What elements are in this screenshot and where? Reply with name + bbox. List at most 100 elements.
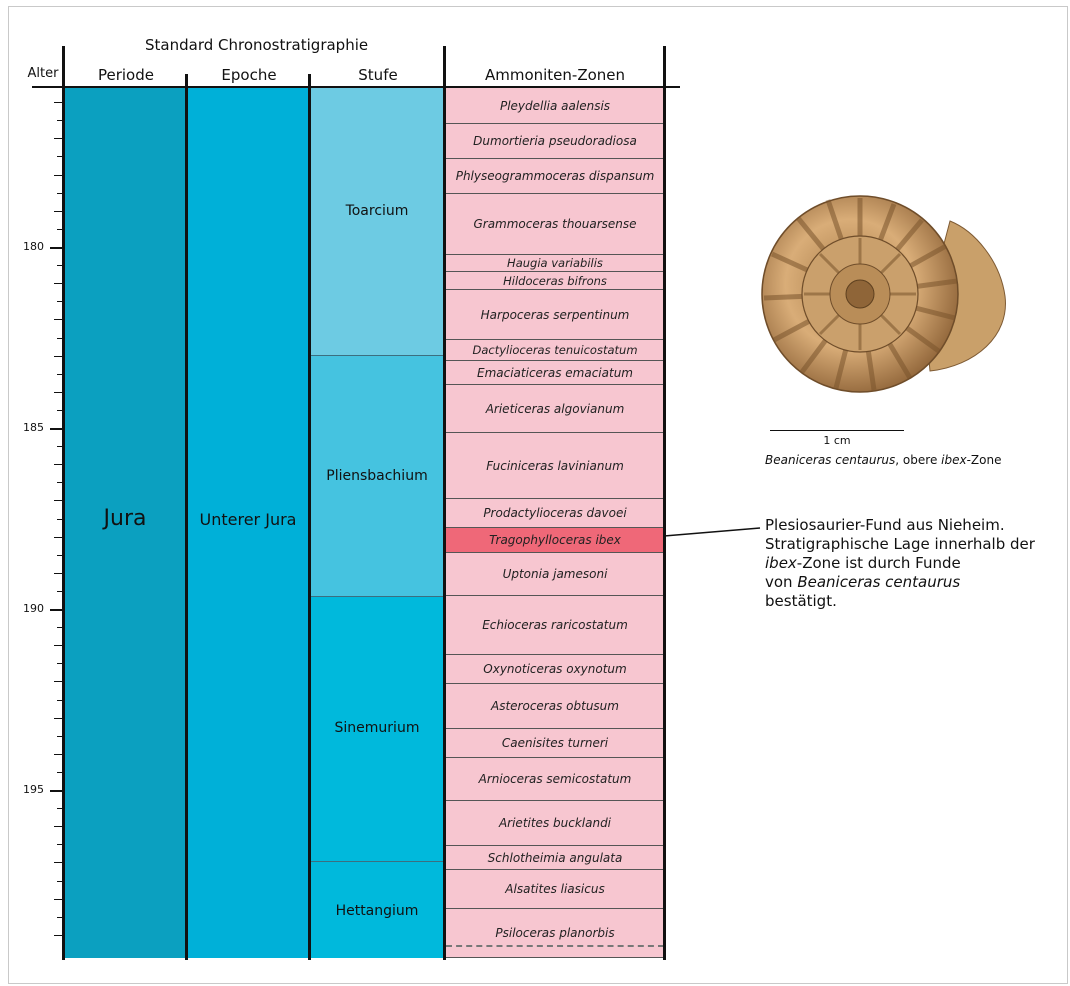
epoch-label: Unterer Jura bbox=[186, 510, 310, 529]
caption-species: Beaniceras centaurus bbox=[765, 453, 895, 467]
age-tick bbox=[54, 718, 64, 719]
age-tick bbox=[54, 283, 64, 284]
age-tick bbox=[50, 428, 64, 430]
age-minor-tick bbox=[57, 374, 64, 375]
epoch-column: Unterer Jura bbox=[186, 88, 310, 958]
annotation-leader-line bbox=[664, 520, 764, 540]
ammonite-zone: Haugia variabilis bbox=[446, 255, 664, 272]
stage-label: Pliensbachium bbox=[310, 468, 444, 484]
ammonite-zone: Oxynoticeras oxynotum bbox=[446, 655, 664, 684]
divider-stage-zones bbox=[443, 46, 446, 960]
age-tick bbox=[54, 537, 64, 538]
caption-end: -Zone bbox=[967, 453, 1002, 467]
column-header-period: Periode bbox=[66, 66, 186, 84]
stage-block: Hettangium bbox=[310, 861, 444, 958]
age-tick bbox=[54, 573, 64, 574]
annotation-line-4-pre: von bbox=[765, 573, 797, 591]
annotation-line-4: von Beaniceras centaurus bbox=[765, 573, 1035, 592]
ammonite-zone: Asteroceras obtusum bbox=[446, 684, 664, 729]
age-minor-tick bbox=[57, 627, 64, 628]
caption-text: , obere bbox=[895, 453, 941, 467]
age-minor-tick bbox=[57, 808, 64, 809]
age-tick bbox=[54, 102, 64, 103]
age-tick bbox=[50, 247, 64, 249]
ammonite-zone: Arietites bucklandi bbox=[446, 801, 664, 846]
divider-zones-right bbox=[663, 46, 666, 960]
age-tick bbox=[54, 211, 64, 212]
ammonite-fossil-icon bbox=[760, 186, 1010, 398]
ammonite-zone: Psiloceras planorbis bbox=[446, 909, 664, 958]
age-minor-tick bbox=[57, 555, 64, 556]
scale-bar-label: 1 cm bbox=[770, 434, 904, 447]
age-minor-tick bbox=[57, 446, 64, 447]
age-tick bbox=[54, 175, 64, 176]
age-tick bbox=[54, 935, 64, 936]
age-minor-tick bbox=[57, 663, 64, 664]
age-tick bbox=[54, 464, 64, 465]
age-minor-tick bbox=[57, 265, 64, 266]
age-minor-tick bbox=[57, 482, 64, 483]
age-tick bbox=[54, 138, 64, 139]
age-tick bbox=[54, 826, 64, 827]
ammonite-zone: Prodactylioceras davoei bbox=[446, 499, 664, 528]
age-minor-tick bbox=[57, 881, 64, 882]
annotation-line-2: Stratigraphische Lage innerhalb der bbox=[765, 535, 1035, 554]
annotation-line-1: Plesiosaurier-Fund aus Nieheim. bbox=[765, 516, 1035, 535]
age-tick-label: 190 bbox=[14, 602, 44, 615]
diagram-title: Standard Chronostratigraphie bbox=[145, 36, 368, 54]
age-tick bbox=[50, 790, 64, 792]
column-header-stage: Stufe bbox=[312, 66, 444, 84]
stage-block: Pliensbachium bbox=[310, 355, 444, 596]
age-tick bbox=[54, 645, 64, 646]
ammonite-zone: Caenisites turneri bbox=[446, 729, 664, 758]
annotation-line-3: ibex-Zone ist durch Funde bbox=[765, 554, 1035, 573]
age-minor-tick bbox=[57, 772, 64, 773]
age-tick-label: 180 bbox=[14, 240, 44, 253]
age-minor-tick bbox=[57, 917, 64, 918]
stage-label: Toarcium bbox=[310, 203, 444, 219]
ammonite-zone: Emaciaticeras emaciatum bbox=[446, 361, 664, 385]
ammonite-zone: Echioceras raricostatum bbox=[446, 596, 664, 655]
age-tick bbox=[54, 319, 64, 320]
ammonite-zone: Arieticeras algovianum bbox=[446, 385, 664, 433]
age-tick bbox=[54, 754, 64, 755]
column-header-epoch: Epoche bbox=[188, 66, 310, 84]
scale-bar bbox=[770, 430, 904, 431]
ammonite-zone: Grammoceras thouarsense bbox=[446, 194, 664, 255]
ammonite-zone: Dactylioceras tenuicostatum bbox=[446, 340, 664, 361]
ammonite-zone: Harpoceras serpentinum bbox=[446, 290, 664, 340]
ammonite-zone: Tragophylloceras ibex bbox=[446, 528, 664, 553]
age-minor-tick bbox=[57, 410, 64, 411]
divider-epoch-stage bbox=[308, 74, 311, 960]
stage-label: Sinemurium bbox=[310, 720, 444, 736]
age-tick-label: 185 bbox=[14, 421, 44, 434]
age-minor-tick bbox=[57, 591, 64, 592]
age-tick-label: 195 bbox=[14, 783, 44, 796]
age-tick bbox=[54, 862, 64, 863]
annotation-line-5: bestätigt. bbox=[765, 592, 1035, 611]
divider-age-period bbox=[62, 46, 65, 960]
ammonite-zone: Dumortieria pseudoradiosa bbox=[446, 124, 664, 159]
age-tick bbox=[54, 500, 64, 501]
period-label: Jura bbox=[64, 506, 186, 531]
age-minor-tick bbox=[57, 301, 64, 302]
age-tick bbox=[54, 899, 64, 900]
annotation-line-3-rest: -Zone ist durch Funde bbox=[797, 554, 961, 572]
stage-block: Sinemurium bbox=[310, 596, 444, 861]
annotation-text: Plesiosaurier-Fund aus Nieheim. Stratigr… bbox=[765, 516, 1035, 611]
ammonite-zone: Pleydellia aalensis bbox=[446, 88, 664, 124]
ammonite-zone: Alsatites liasicus bbox=[446, 870, 664, 909]
ammonite-zone: Hildoceras bifrons bbox=[446, 272, 664, 290]
ammonite-zone: Arnioceras semicostatum bbox=[446, 758, 664, 801]
age-minor-tick bbox=[57, 519, 64, 520]
annotation-zone-italic: ibex bbox=[765, 554, 797, 572]
lower-boundary-dashed-line bbox=[446, 945, 664, 947]
age-minor-tick bbox=[57, 193, 64, 194]
divider-period-epoch bbox=[185, 74, 188, 960]
age-minor-tick bbox=[57, 120, 64, 121]
age-tick bbox=[50, 609, 64, 611]
column-header-age: Alter bbox=[22, 66, 64, 81]
period-column: Jura bbox=[64, 88, 186, 958]
ammonite-zone: Phlyseogrammoceras dispansum bbox=[446, 159, 664, 194]
age-minor-tick bbox=[57, 736, 64, 737]
